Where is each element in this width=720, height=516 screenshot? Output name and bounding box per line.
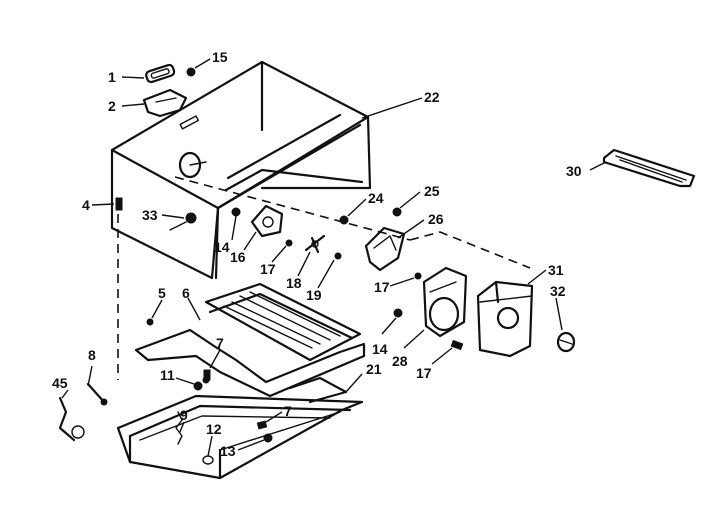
- callout-26: 26: [428, 211, 444, 227]
- callout-11: 11: [160, 367, 175, 383]
- part-clip-19: [334, 252, 342, 260]
- assembly-lines: [117, 214, 531, 380]
- callout-4: 4: [82, 197, 90, 213]
- part-mount-26: [364, 226, 406, 272]
- callout-33: 33: [142, 207, 158, 223]
- part-motor-housing-31: [476, 280, 534, 358]
- callout-30: 30: [566, 163, 582, 179]
- callout-17a: 17: [260, 261, 276, 277]
- callout-2: 2: [108, 98, 116, 114]
- callout-7a: 7: [216, 335, 224, 351]
- part-nut-14a: [231, 207, 241, 217]
- callout-18: 18: [286, 275, 302, 291]
- part-bracket-2: [142, 88, 188, 118]
- callout-24: 24: [368, 190, 384, 206]
- callout-28: 28: [392, 353, 408, 369]
- callout-31: 31: [548, 262, 564, 278]
- part-badge-1: [145, 63, 176, 84]
- callout-16: 16: [230, 249, 246, 265]
- callout-25: 25: [424, 183, 440, 199]
- callout-1: 1: [108, 69, 116, 85]
- callout-5: 5: [158, 285, 166, 301]
- callout-13: 13: [220, 443, 236, 459]
- callout-19: 19: [306, 287, 322, 303]
- callout-17c: 17: [416, 365, 432, 381]
- part-screw-17a: [285, 239, 293, 247]
- part-screw-7a: [203, 369, 211, 381]
- callout-15: 15: [212, 49, 228, 65]
- part-fastener-33: [169, 212, 197, 231]
- part-screw-7b: [256, 420, 268, 430]
- part-screw-24: [339, 215, 349, 225]
- part-screw-4: [115, 197, 123, 211]
- part-base-pan-21: [116, 376, 364, 480]
- callout-6: 6: [182, 285, 190, 301]
- callout-22: 22: [424, 89, 440, 105]
- part-tray-6: [134, 282, 366, 398]
- callout-7b: 7: [284, 403, 292, 419]
- callout-17b: 17: [374, 279, 390, 295]
- part-knob-32: [556, 331, 576, 353]
- part-screw-17c: [450, 339, 464, 351]
- part-fan-18: [304, 234, 326, 254]
- callout-45: 45: [52, 375, 68, 391]
- part-screw-13: [263, 433, 273, 443]
- part-hinge-45: [58, 396, 85, 442]
- part-motor-28: [422, 266, 468, 338]
- part-strip-30: [602, 148, 696, 188]
- leader-lines: [61, 58, 607, 457]
- callout-8: 8: [88, 347, 96, 363]
- callout-14a: 14: [214, 239, 230, 255]
- callout-12: 12: [206, 421, 222, 437]
- callout-9: 9: [180, 407, 188, 423]
- callout-14b: 14: [372, 341, 388, 357]
- part-housing-22: [110, 60, 411, 280]
- part-screw-17b: [414, 272, 422, 280]
- part-grommet-12: [202, 455, 214, 465]
- part-screw-15: [186, 67, 196, 77]
- part-screw-8: [86, 382, 108, 406]
- part-nut-14b: [393, 308, 403, 318]
- callout-21: 21: [366, 361, 382, 377]
- part-screw-5: [146, 318, 154, 326]
- callout-32: 32: [550, 283, 566, 299]
- part-bracket-16: [250, 204, 284, 238]
- part-spring-9: [175, 411, 183, 445]
- callout-labels: 1 2 15 22 4 33 24 25 26 30 14 16 17 18 1…: [52, 49, 582, 459]
- part-screw-25: [392, 207, 402, 217]
